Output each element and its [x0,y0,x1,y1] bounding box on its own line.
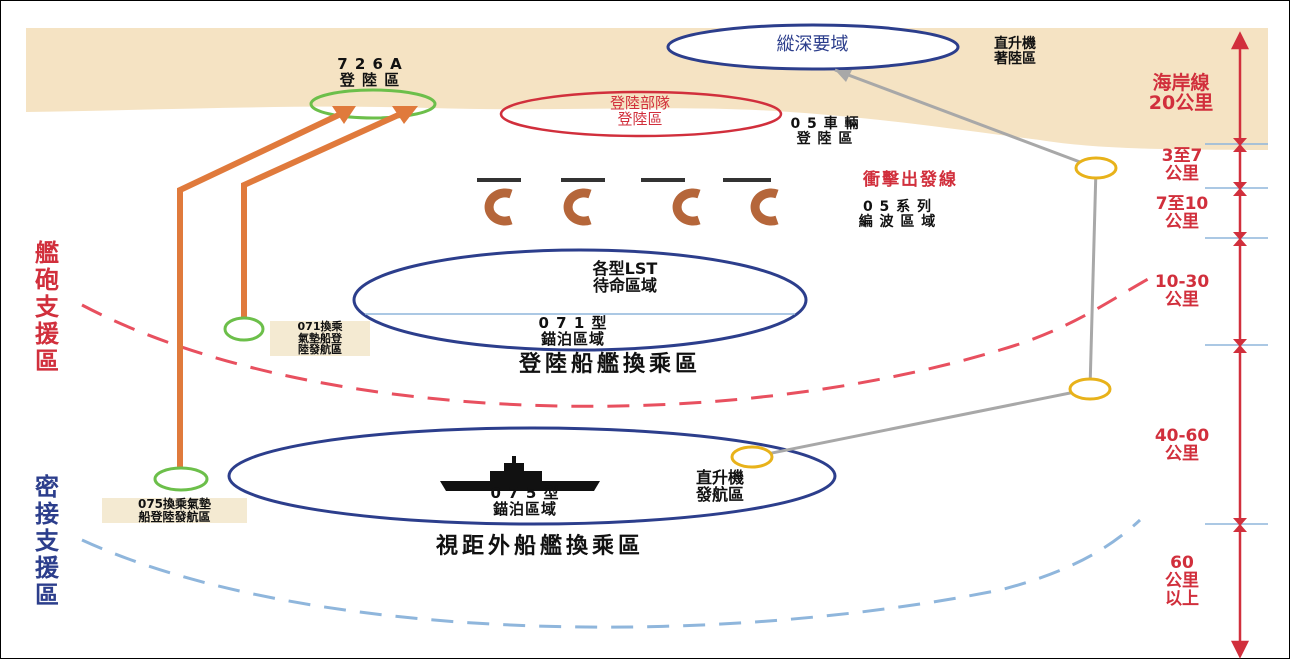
distance-7-10: 7至10 公里 [1155,194,1209,232]
arrow-075-lcac [177,109,347,478]
lcac-075-ring [153,466,209,492]
lcac-071-ring [223,316,265,342]
type075-anchor-ellipse [227,426,837,526]
close-support-arc [81,518,1142,629]
type071-anchor-label: 0 7 1 型 錨泊區域 [538,314,608,348]
naval-gunfire-arc [81,276,1151,408]
lst-waiting-label: 各型LST 待命區域 [592,259,658,295]
helicopter-route-arrowhead [835,70,852,82]
troop-landing-ellipse [499,90,783,138]
heli-launch-label: 直升機 發航區 [695,468,744,504]
scale-tick-arrows [1233,138,1247,532]
vehicle-landing-label: 0 5 車 輛 登 陸 區 [790,116,860,147]
wave-area-label: 0 5 系 列 編 波 區 域 [858,199,937,230]
distance-40-60: 40-60 公里 [1154,426,1210,464]
land-area [26,28,1268,150]
close-support-label: 密 接 支 援 區 [35,473,59,609]
ship-icon [440,456,600,491]
lcac-075-label: 075換乘氣墊 船登陸發航區 [102,498,247,524]
distance-10-30: 10-30 公里 [1154,272,1210,310]
lcac-071-label: 071換乘 氣墊船登 陸發航區 [270,321,370,356]
landing-craft-icons [484,188,779,226]
distance-60-plus: 60 公里 以上 [1165,553,1199,609]
heli-waypoint-upper-ring [1074,156,1118,180]
landing-726a-label: 7 2 6 A 登 陸 區 [337,55,403,89]
heli-waypoint-lower-ring [1068,377,1112,401]
assault-line-label: 衝擊出發線 [863,170,958,190]
distance-coastline: 海岸線 20公里 [1148,72,1214,114]
naval-gunfire-label: 艦 砲 支 援 區 [35,239,59,375]
troop-landing-label: 登陸部隊 登陸區 [609,94,670,128]
heli-launch-ring [730,445,774,469]
helicopter-landing-label: 直升機 著陸區 [994,36,1036,67]
arrow-075-lcac-head [332,106,356,124]
lst-waiting-ellipse [352,248,808,352]
scale-ticks [1205,143,1268,525]
transfer-zone-title: 登陸船艦換乘區 [518,352,701,377]
landing-726a-ring [309,88,437,120]
type075-anchor-label: 0 7 5 型 錨泊區域 [490,484,560,518]
arrow-071-lcac [241,109,407,326]
distance-3-7: 3至7 公里 [1161,146,1203,184]
deep-zone-ellipse [666,23,960,71]
arrow-071-lcac-head [392,106,418,124]
helicopter-route [751,68,1098,459]
deep-zone-label: 縱深要域 [776,34,849,55]
otc-zone-title: 視距外船艦換乘區 [435,534,644,559]
